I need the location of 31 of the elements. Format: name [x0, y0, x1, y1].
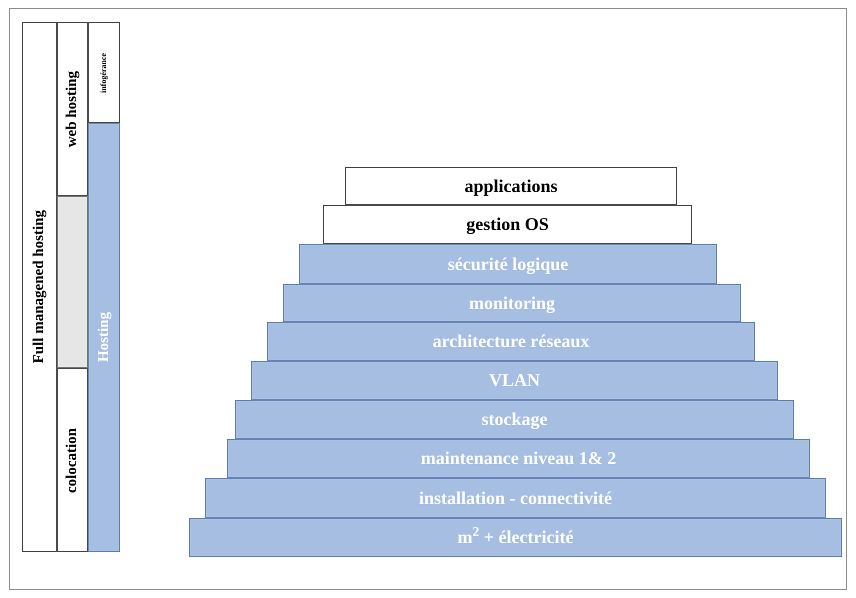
- pyramid-step: [299, 244, 717, 284]
- column-label: infogérance: [98, 52, 109, 92]
- step-label: monitoring: [468, 292, 555, 315]
- pyramid-step: [345, 167, 677, 205]
- pyramid-step: [189, 518, 842, 557]
- column-label: Full managened hosting: [30, 210, 48, 364]
- column-bar: [88, 123, 120, 552]
- column-bar: [57, 368, 88, 552]
- step-label: gestion OS: [466, 213, 549, 236]
- step-label: installation - connectivité: [419, 486, 612, 510]
- step-label: m$^{2}$ + électricité: [458, 524, 574, 549]
- column-label: web hosting: [63, 70, 82, 148]
- column-bar: [88, 22, 120, 123]
- step-label: sécurité logique: [448, 252, 568, 276]
- pyramid-step: [283, 284, 741, 322]
- pyramid-step: [323, 205, 692, 244]
- pyramid-step: [251, 361, 778, 400]
- column-label: colocation: [63, 428, 82, 492]
- column-bar: [57, 196, 88, 368]
- pyramid-step: [205, 478, 826, 518]
- pyramid-step: [235, 400, 794, 439]
- column-label: Hosting: [94, 312, 113, 362]
- column-bar: [57, 22, 88, 196]
- column-bar: [22, 22, 57, 552]
- step-label: stockage: [482, 408, 548, 431]
- step-label: applications: [464, 174, 558, 198]
- pyramid-step: [227, 439, 810, 478]
- pyramid-step: [267, 322, 755, 361]
- step-label: VLAN: [488, 369, 540, 392]
- step-label: architecture réseaux: [432, 330, 590, 353]
- step-label: maintenance niveau 1& 2: [420, 447, 616, 470]
